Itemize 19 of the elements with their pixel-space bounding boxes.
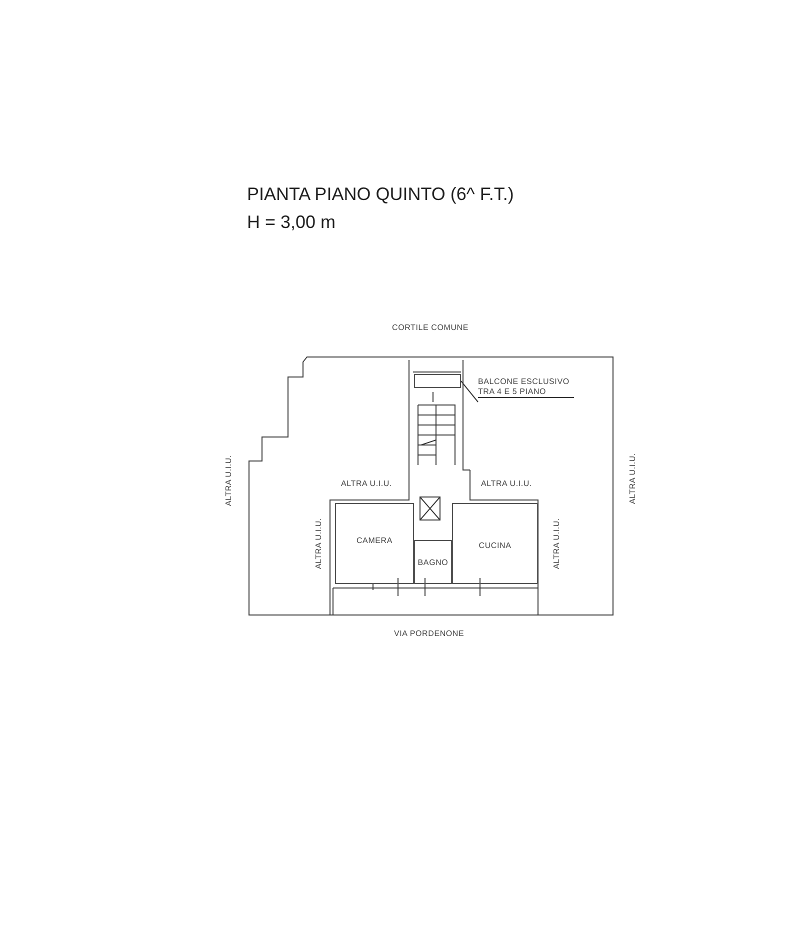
room-outline bbox=[335, 503, 414, 584]
room-outline bbox=[414, 540, 452, 584]
height-note: H = 3,00 m bbox=[247, 212, 336, 233]
neighbour-label: ALTRA U.I.U. bbox=[552, 518, 562, 570]
area-label: CORTILE COMUNE bbox=[392, 323, 469, 333]
neighbour-label: ALTRA U.I.U. bbox=[628, 453, 638, 504]
callout-text: BALCONE ESCLUSIVO TRA 4 E 5 PIANO bbox=[478, 377, 574, 398]
neighbour-label: ALTRA U.I.U. bbox=[224, 455, 234, 506]
room-name: BAGNO bbox=[418, 558, 448, 569]
neighbour-label: ALTRA U.I.U. bbox=[341, 479, 392, 489]
balcony-area bbox=[414, 374, 461, 388]
room-name: CAMERA bbox=[356, 536, 393, 547]
neighbour-label: ALTRA U.I.U. bbox=[314, 518, 324, 570]
leader-line bbox=[460, 380, 478, 402]
plan-title: PIANTA PIANO QUINTO (6^ F.T.) bbox=[247, 184, 514, 205]
room-name: CUCINA bbox=[478, 541, 512, 552]
street-label: VIA PORDENONE bbox=[394, 629, 464, 639]
room-outline bbox=[452, 503, 538, 584]
neighbour-label: ALTRA U.I.U. bbox=[481, 479, 532, 489]
